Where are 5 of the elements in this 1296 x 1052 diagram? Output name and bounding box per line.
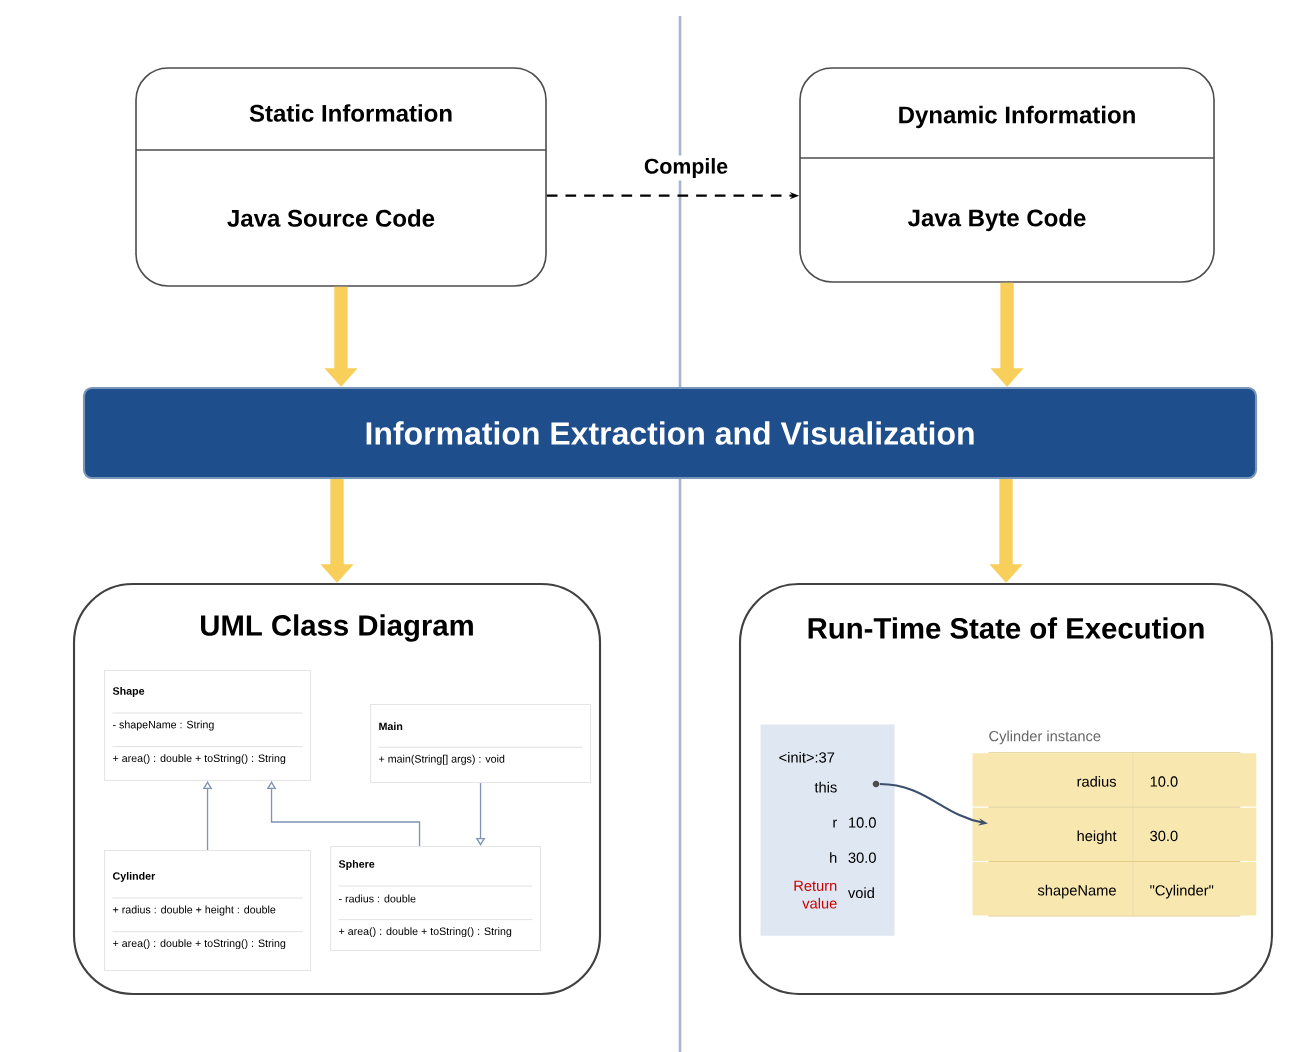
banner-bar: Information Extraction and Visualization xyxy=(82,386,1258,480)
arrow xyxy=(266,781,421,847)
edge-label: Compile xyxy=(641,155,731,181)
info-box: Static Information Java Source Code xyxy=(135,67,547,287)
info-box: Dynamic Information Java Byte Code xyxy=(799,67,1215,283)
